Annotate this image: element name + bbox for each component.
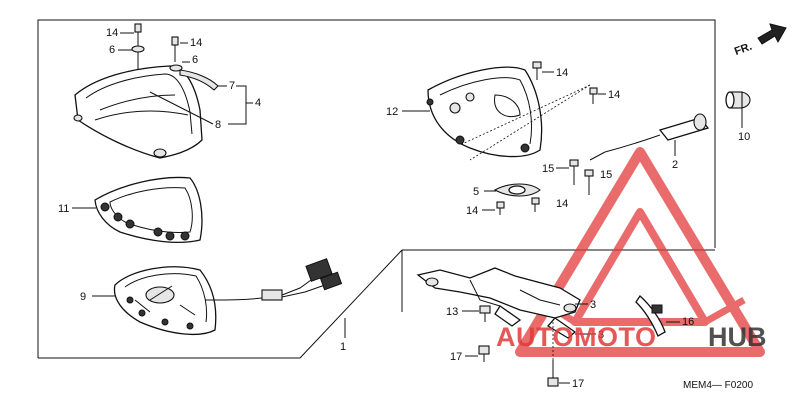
meter-bracket-3 (416, 267, 581, 339)
callout-8: 8 (215, 119, 221, 131)
callout-2: 2 (672, 159, 678, 171)
meter-upper-case (73, 65, 203, 159)
callout-13: 13 (446, 306, 458, 318)
front-direction-arrow-icon (757, 23, 787, 45)
screw-14-right (169, 36, 183, 72)
meter-lower-case-12 (426, 66, 543, 158)
callout-5: 5 (473, 186, 479, 198)
callout-14b: 14 (190, 37, 202, 49)
callout-14e: 14 (466, 205, 478, 217)
callout-7: 7 (229, 80, 235, 92)
callout-14c: 14 (556, 67, 568, 79)
callout-17b: 17 (572, 378, 584, 390)
diagram-code: MEM4— F0200 (683, 380, 753, 391)
callout-12: 12 (386, 106, 398, 118)
screw-14-plate-left (496, 201, 505, 215)
front-direction-label: FR. (733, 41, 754, 58)
wire-clamp-16 (635, 295, 666, 337)
callout-17a: 17 (450, 351, 462, 363)
setting-plate-5 (493, 183, 541, 197)
screw-14-plate-right (531, 197, 540, 212)
screw-14-case-side (589, 87, 598, 104)
screw-14-case-top (532, 61, 542, 80)
watermark-brand-dark: HUB (708, 322, 767, 352)
speedometer-cable-2 (589, 113, 710, 161)
callout-1: 1 (340, 341, 346, 353)
bolt-15-left (569, 159, 579, 185)
callout-3b: 3 (598, 329, 604, 341)
callout-15a: 15 (542, 163, 554, 175)
bolt-15-right (584, 169, 594, 195)
callout-9: 9 (80, 291, 86, 303)
screw-14-upper (131, 23, 145, 70)
callout-6a: 6 (109, 44, 115, 56)
meter-assembly-9 (113, 266, 217, 336)
rubber-strip-7 (179, 69, 219, 91)
callout-11: 11 (58, 203, 69, 215)
bolt-13 (479, 305, 491, 322)
callout-14d: 14 (608, 89, 620, 101)
callout-4: 4 (255, 97, 261, 109)
callout-14a: 14 (106, 27, 118, 39)
callout-3a: 3 (590, 299, 596, 311)
meter-gasket-11 (94, 176, 203, 244)
meter-wire-harness (204, 258, 343, 301)
cable-cap-10 (725, 91, 751, 109)
callout-6b: 6 (192, 54, 198, 66)
bolt-17-bottom (547, 360, 559, 387)
callout-15b: 15 (600, 169, 612, 181)
callout-16: 16 (682, 316, 694, 328)
bolt-17-left (478, 345, 490, 362)
watermark-brand-red: AUTOMOTO (496, 322, 657, 352)
callout-10: 10 (738, 131, 750, 143)
callout-14f: 14 (556, 198, 568, 210)
